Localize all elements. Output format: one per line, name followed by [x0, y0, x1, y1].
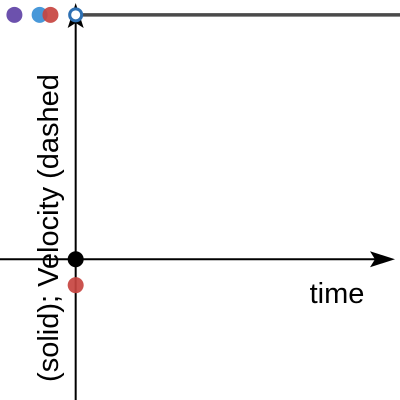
series-start-marker-0 — [68, 7, 84, 23]
data-point-2 — [42, 6, 59, 23]
data-point-0 — [6, 6, 23, 23]
y-axis-label: (solid); Velocity (dashed — [33, 74, 65, 382]
x-axis-arrow — [370, 251, 395, 268]
data-point-4 — [67, 277, 84, 294]
x-axis-label: time — [310, 278, 365, 310]
data-point-3 — [67, 251, 84, 268]
point-layer — [6, 6, 84, 294]
